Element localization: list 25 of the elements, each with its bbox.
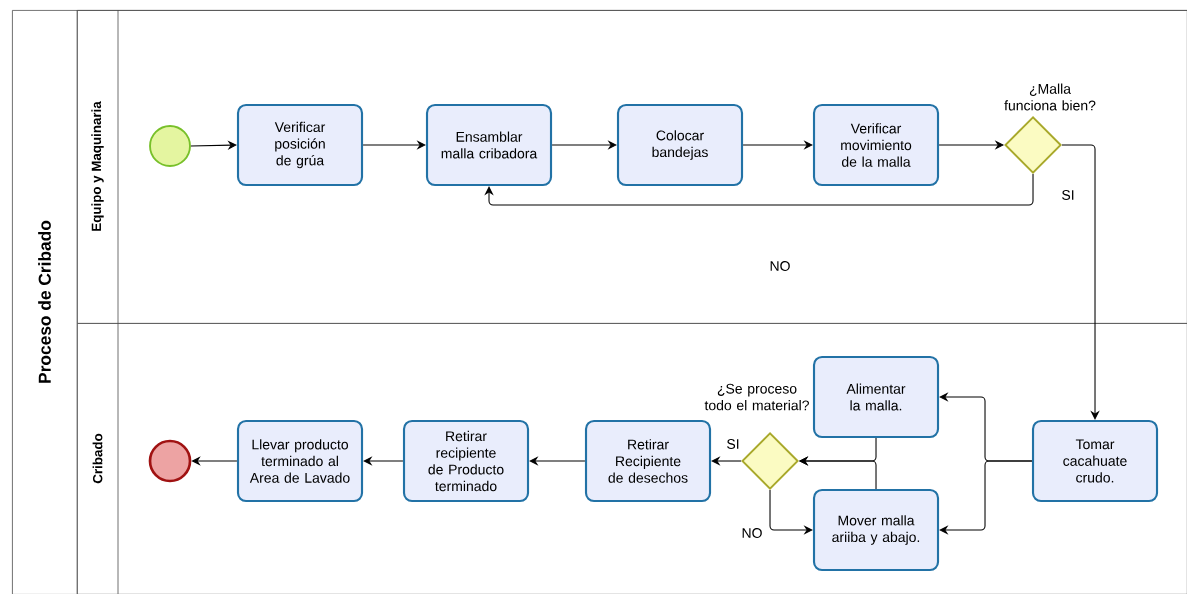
task-box: Ensamblar malla cribadora bbox=[425, 103, 553, 187]
task-box: Colocar bandejas bbox=[616, 103, 744, 187]
task-box: Mover malla ariiba y abajo. bbox=[812, 488, 940, 572]
edge-label: SI bbox=[725, 437, 741, 451]
task-box: Alimentar la malla. bbox=[812, 355, 940, 439]
task-box: Llevar producto terminado al Area de Lavado bbox=[236, 419, 364, 503]
question-label: ¿Se proceso todo el material? bbox=[704, 383, 809, 411]
start-event-circle bbox=[149, 125, 191, 167]
task-box: Retirar Recipiente de desechos bbox=[584, 419, 712, 503]
task-box: Tomar cacahuate crudo. bbox=[1031, 419, 1159, 503]
edge-label: NO bbox=[768, 259, 792, 273]
end-event-circle bbox=[148, 439, 192, 483]
lane-title: Equipo y Maquinaria bbox=[91, 101, 104, 231]
arrow bbox=[939, 460, 1033, 535]
arrow bbox=[484, 173, 1034, 206]
edge-label: SI bbox=[1060, 188, 1076, 202]
question-label: ¿Malla funciona bien? bbox=[1004, 83, 1096, 111]
arrow bbox=[190, 140, 237, 150]
pool-title: Proceso de Cribado bbox=[38, 220, 51, 383]
edge-label: NO bbox=[740, 526, 764, 540]
task-box: Verificar movimiento de la malla bbox=[812, 103, 940, 187]
arrow bbox=[1061, 144, 1100, 420]
lane-title: Cribado bbox=[92, 433, 103, 484]
task-box: Verificar posición de grúa bbox=[236, 103, 364, 187]
task-box: Retirar recipiente de Producto terminado bbox=[402, 419, 530, 503]
